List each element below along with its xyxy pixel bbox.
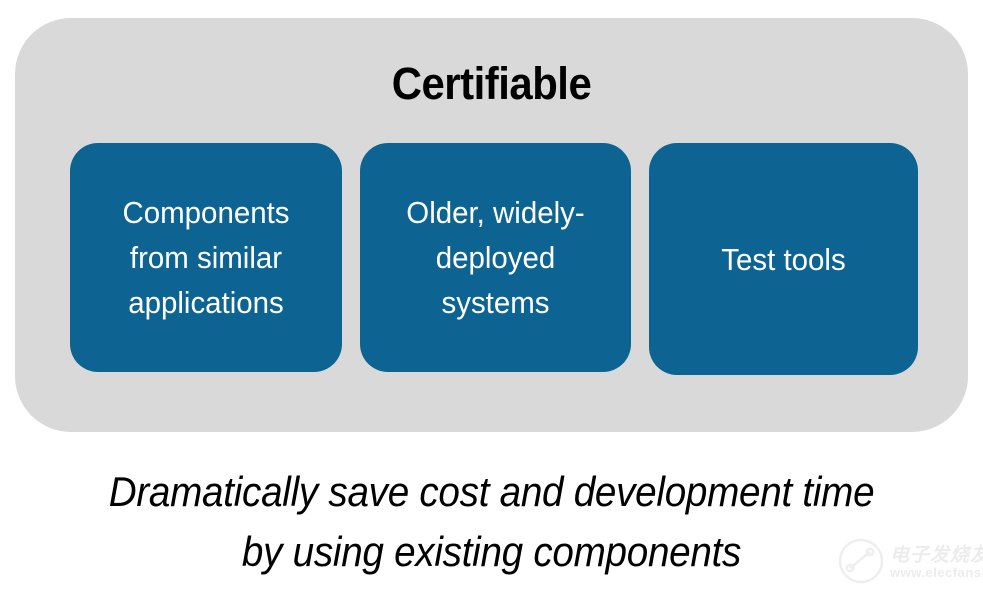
cards-row: Components from similar applications Old… <box>70 143 918 375</box>
certifiable-group-panel: Certifiable Components from similar appl… <box>15 18 968 432</box>
card-test-tools-label: Test tools <box>721 241 846 277</box>
card-older-systems-label: Older, widely- deployed systems <box>406 195 585 320</box>
caption: Dramatically save cost and development t… <box>39 462 943 582</box>
group-title: Certifiable <box>391 58 592 109</box>
card-older-widely-deployed-systems[interactable]: Older, widely- deployed systems <box>360 143 631 372</box>
caption-line-1: Dramatically save cost and development t… <box>108 468 875 515</box>
card-components-label: Components from similar applications <box>122 195 290 320</box>
card-test-tools[interactable]: Test tools <box>649 143 918 375</box>
card-components-from-similar-applications[interactable]: Components from similar applications <box>70 143 342 372</box>
caption-line-2: by using existing components <box>241 528 742 575</box>
